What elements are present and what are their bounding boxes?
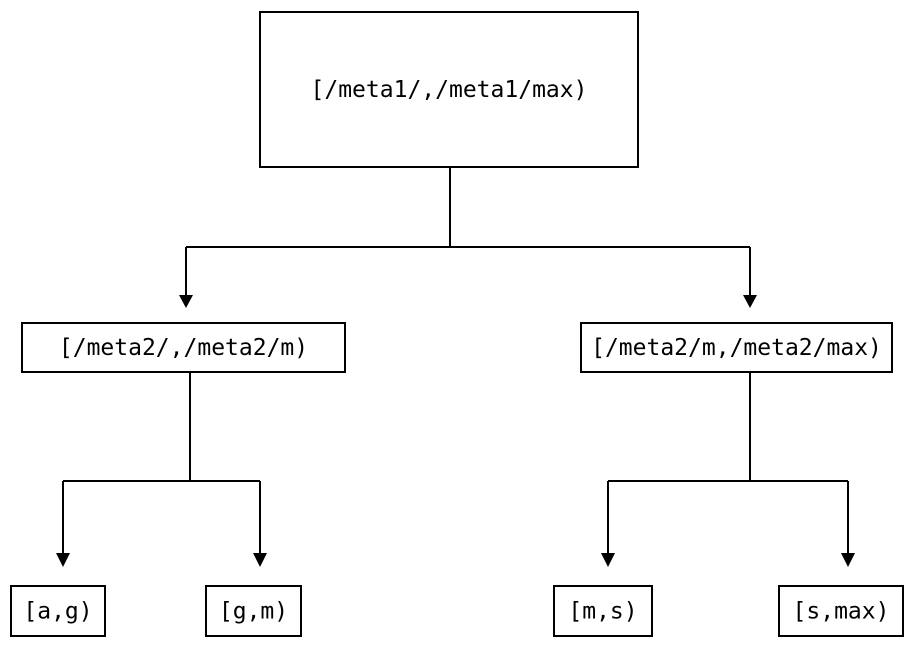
node-leaf-a-g[interactable]: [a,g) (10, 585, 106, 637)
node-mid-right[interactable]: [/meta2/m,/meta2/max) (580, 322, 893, 373)
node-leaf-s-max[interactable]: [s,max) (778, 585, 904, 637)
node-box-leaf-s-max[interactable] (778, 585, 904, 637)
arrow-head-icon (179, 295, 193, 308)
node-box-leaf-m-s[interactable] (553, 585, 653, 637)
arrow-head-icon (743, 295, 757, 308)
arrow-head-icon (56, 553, 70, 567)
node-label-leaf-s-max: [s,max) (793, 599, 890, 625)
edges-layer (56, 168, 855, 567)
nodes-layer: [/meta1/,/meta1/max) [/meta2/,/meta2/m) [/… (10, 11, 904, 637)
node-box-leaf-g-m[interactable] (205, 585, 302, 637)
node-leaf-m-s[interactable]: [m,s) (553, 585, 653, 637)
node-root[interactable]: [/meta1/,/meta1/max) (259, 11, 639, 168)
edge-midright-leafms (601, 373, 848, 567)
edge-root-midleft (179, 168, 750, 308)
node-label-root: [/meta1/,/meta1/max) (311, 77, 588, 103)
node-box-mid-left[interactable] (21, 322, 346, 373)
node-label-mid-left: [/meta2/,/meta2/m) (59, 335, 308, 361)
edge-midleft-leafgm (253, 481, 267, 567)
edge-midleft-leafag (56, 373, 260, 567)
node-label-leaf-a-g: [a,g) (23, 599, 92, 625)
arrow-head-icon (253, 553, 267, 567)
node-leaf-g-m[interactable]: [g,m) (205, 585, 302, 637)
edge-root-midright (743, 247, 757, 308)
edge-midright-leafsmax (841, 481, 855, 567)
node-box-mid-right[interactable] (580, 322, 893, 373)
node-mid-left[interactable]: [/meta2/,/meta2/m) (21, 322, 346, 373)
node-label-mid-right: [/meta2/m,/meta2/max) (591, 335, 882, 361)
arrow-head-icon (841, 553, 855, 567)
arrow-head-icon (601, 553, 615, 567)
node-label-leaf-m-s: [m,s) (568, 599, 637, 625)
node-box-leaf-a-g[interactable] (10, 585, 106, 637)
node-label-leaf-g-m: [g,m) (219, 599, 288, 625)
node-box-root[interactable] (259, 11, 639, 168)
